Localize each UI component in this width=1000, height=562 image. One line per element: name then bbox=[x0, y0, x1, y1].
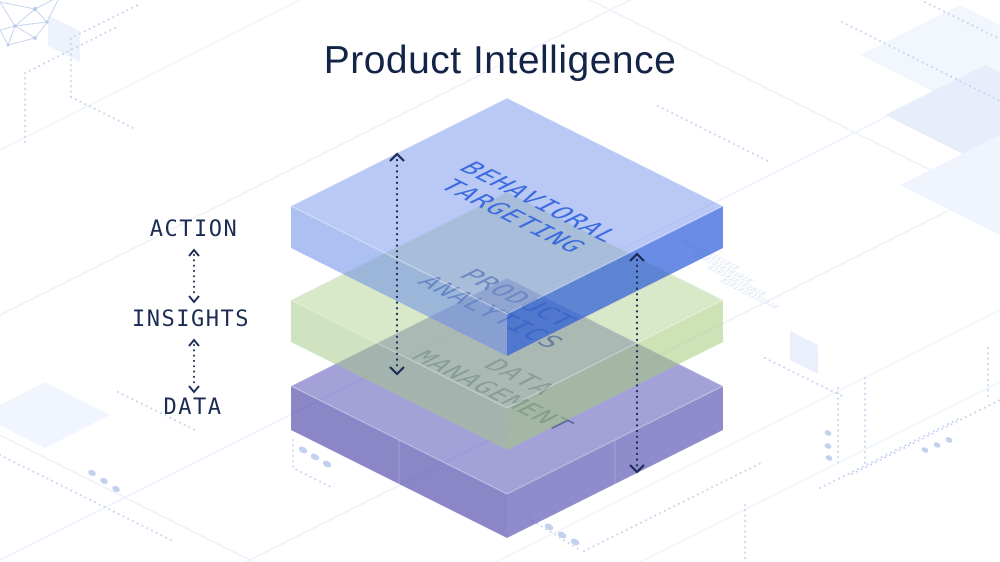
layer-behavioral-targeting-top-face bbox=[289, 97, 725, 315]
deco-dotted bbox=[527, 517, 581, 551]
deco-dot bbox=[310, 453, 320, 461]
deco-dot bbox=[933, 442, 941, 448]
layer-behavioral-targeting: BEHAVIORAL TARGETING bbox=[289, 97, 725, 356]
pipeline-label-insights: INSIGHTS bbox=[132, 307, 250, 332]
deco-dotted bbox=[819, 418, 959, 489]
layer-data-management-left-face bbox=[291, 386, 507, 538]
mesh-node bbox=[13, 24, 17, 28]
pipeline: ACTION INSIGHTS DATA bbox=[132, 217, 250, 420]
deco-dot bbox=[322, 460, 332, 468]
deco-dot bbox=[945, 437, 953, 443]
deco-line bbox=[639, 381, 1000, 562]
deco-dotted bbox=[70, 96, 136, 130]
deco-dotted bbox=[764, 357, 843, 397]
layer-behavioral-targeting-right-face bbox=[507, 206, 723, 356]
deco-dotted bbox=[583, 461, 764, 552]
deco-dotted bbox=[0, 454, 176, 543]
pipeline-label-data: DATA bbox=[164, 395, 223, 420]
mesh-node bbox=[45, 20, 49, 24]
deco-rhombus bbox=[0, 382, 110, 448]
deco-line bbox=[0, 0, 632, 316]
deco-dot bbox=[824, 430, 832, 436]
deco-dot bbox=[544, 523, 554, 531]
mesh-node bbox=[33, 36, 37, 40]
panel-seams bbox=[398, 440, 616, 484]
mesh-network bbox=[0, 0, 59, 47]
deco-dot bbox=[298, 446, 308, 454]
deco-dot bbox=[921, 447, 929, 453]
arrow-head-up-icon bbox=[629, 252, 645, 262]
iso-rhombi bbox=[0, 5, 1000, 448]
deco-line bbox=[0, 434, 256, 562]
mesh-nodes bbox=[6, 7, 49, 47]
layer-product-analytics-left-face bbox=[291, 300, 507, 450]
mesh-node bbox=[6, 43, 10, 47]
stack-arrows bbox=[389, 152, 645, 474]
deco-dotted bbox=[851, 399, 1000, 475]
arrow-head-down-icon bbox=[629, 464, 645, 474]
arrow-head-down-icon bbox=[188, 385, 200, 394]
mesh-node bbox=[33, 7, 37, 11]
deco-dot bbox=[112, 485, 120, 493]
layer-behavioral-targeting-left-face bbox=[291, 206, 507, 356]
arrow-head-down-icon bbox=[389, 366, 405, 376]
deco-dot bbox=[557, 531, 567, 539]
pipeline-labels: ACTION INSIGHTS DATA bbox=[132, 217, 250, 420]
deco-rhombus bbox=[900, 135, 1000, 235]
deco-dot bbox=[570, 538, 580, 546]
deco-parallelogram bbox=[790, 331, 818, 374]
stack-arrow-left bbox=[389, 152, 405, 376]
arrow-head-up-icon bbox=[389, 152, 405, 162]
deco-dotted bbox=[117, 391, 196, 431]
layer-product-analytics-right-face bbox=[507, 300, 723, 450]
deco-dot bbox=[824, 443, 832, 449]
deco-dotted bbox=[924, 1, 1000, 41]
deco-dot bbox=[88, 469, 96, 477]
deco-dotted bbox=[841, 21, 1000, 103]
deco-rhombus bbox=[885, 65, 1000, 165]
arrow-head-up-icon bbox=[188, 338, 200, 347]
deco-dotted bbox=[292, 439, 334, 489]
stack-arrow-right bbox=[629, 252, 645, 474]
page-title: Product Intelligence bbox=[324, 39, 677, 82]
deco-dotted bbox=[657, 105, 769, 162]
deco-dotted bbox=[70, 3, 141, 98]
deco-dot bbox=[100, 477, 108, 485]
deco-dot bbox=[825, 455, 833, 461]
pipeline-arrow-insights-data bbox=[188, 338, 200, 394]
pipeline-label-action: ACTION bbox=[150, 217, 238, 242]
deco-line bbox=[494, 309, 1000, 562]
layer-stack: DATA MANAGEMENT PRODUCT ANALYTICS BEHAVI… bbox=[289, 97, 725, 538]
deco-parallelogram bbox=[48, 15, 80, 62]
pipeline-arrows bbox=[188, 248, 200, 394]
layer-data-management-right-face bbox=[507, 386, 723, 538]
dot-clusters bbox=[88, 430, 953, 546]
deco-line bbox=[0, 0, 302, 151]
arrow-head-down-icon bbox=[188, 295, 200, 304]
deco-dotted bbox=[24, 26, 118, 143]
arrow-head-up-icon bbox=[188, 248, 200, 257]
pipeline-arrow-action-insights bbox=[188, 248, 200, 304]
mesh-lines bbox=[0, 0, 59, 47]
